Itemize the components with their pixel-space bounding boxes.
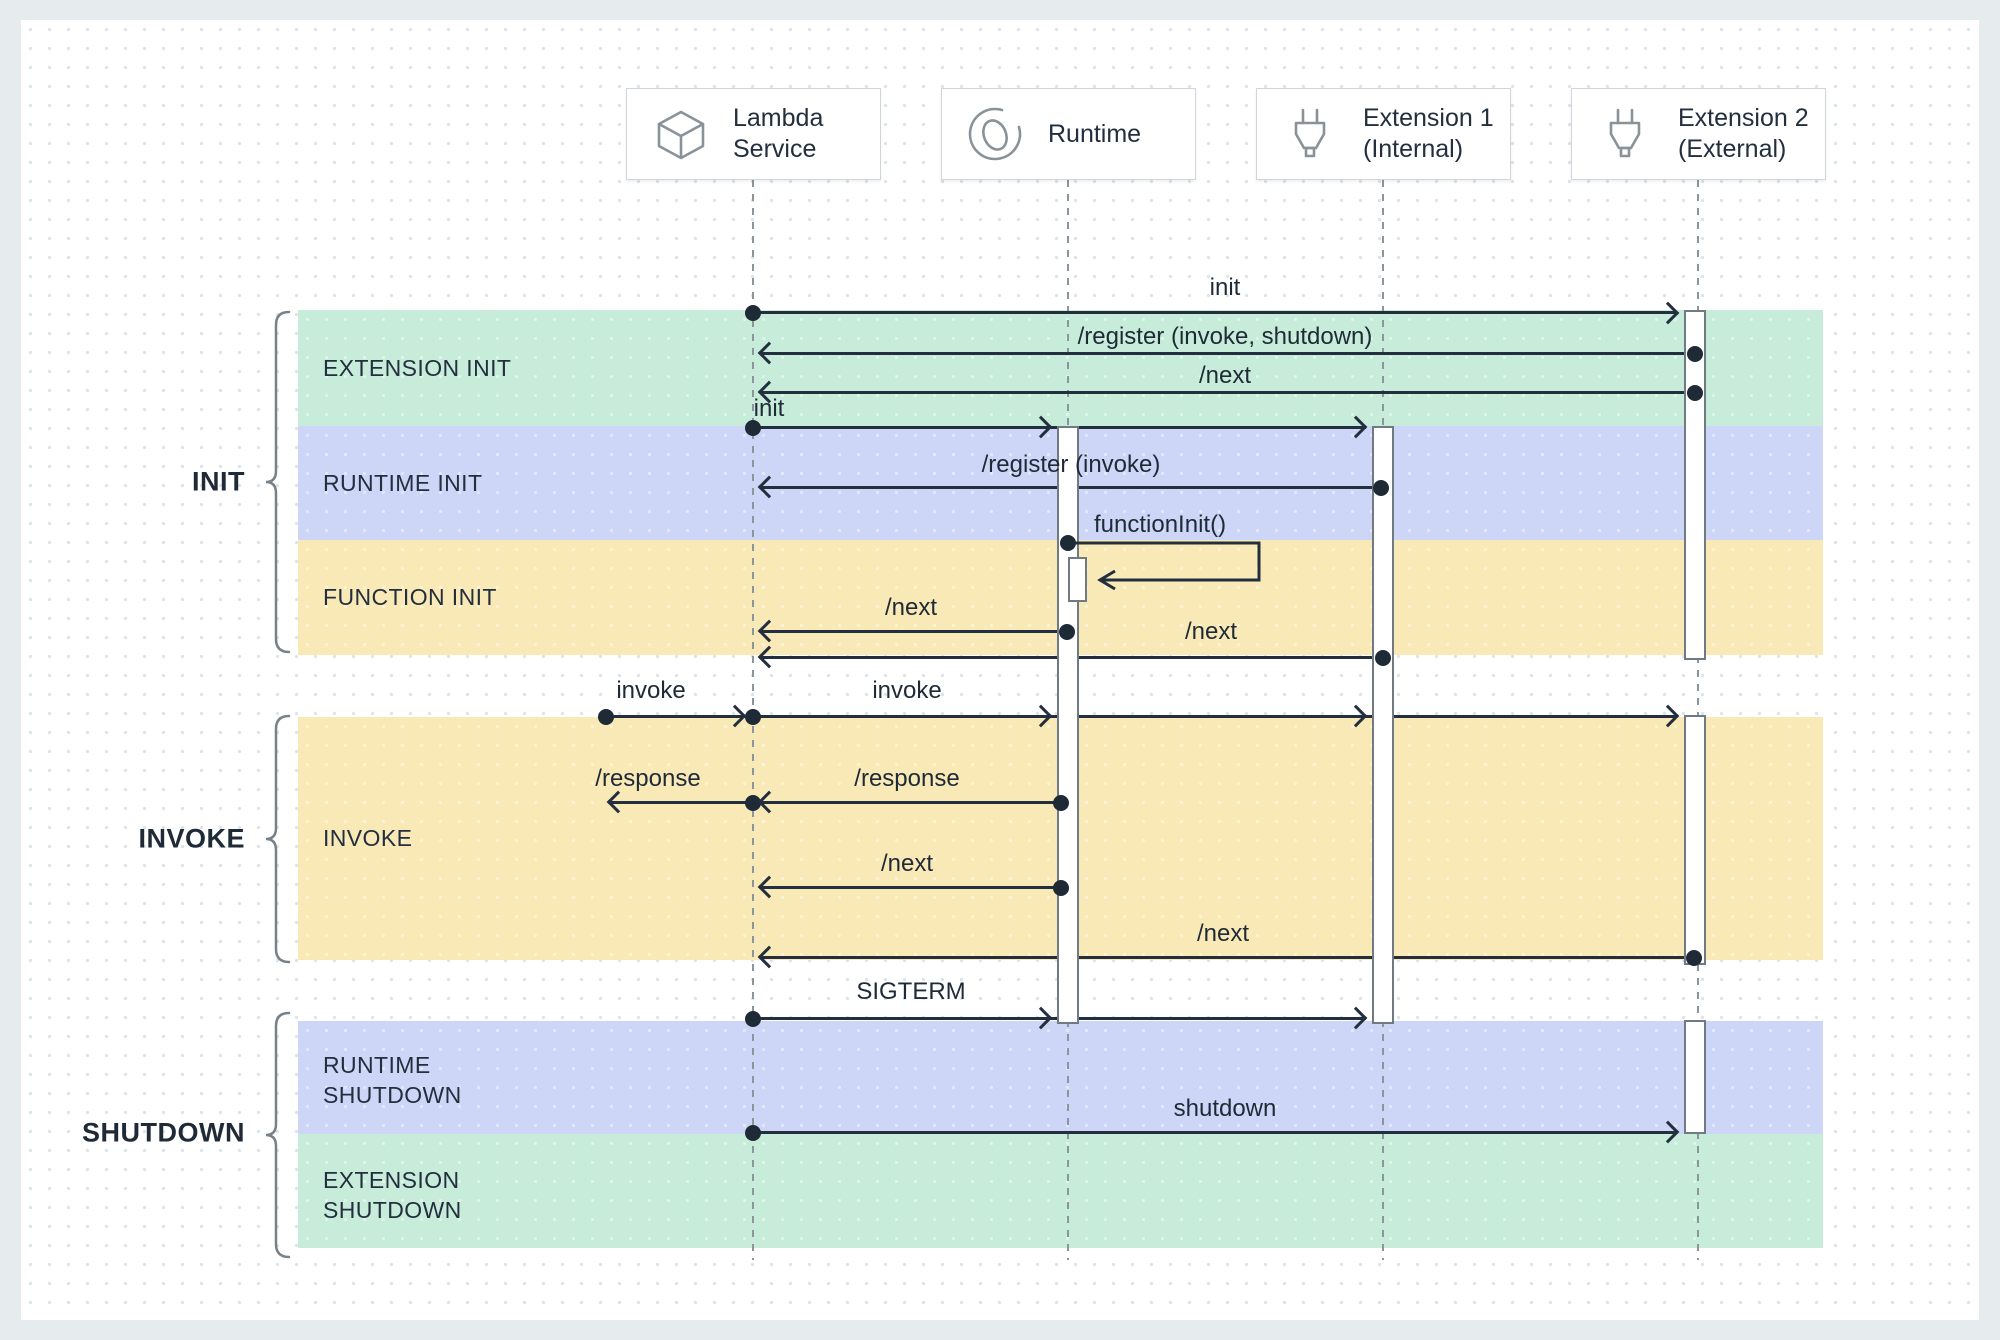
participant-extension-2: Extension 2 (External) bbox=[1571, 88, 1826, 180]
activation-bar-runtime bbox=[1057, 426, 1079, 1024]
group-label-shutdown: SHUTDOWN bbox=[82, 1117, 245, 1148]
message-line-next-ext2-init bbox=[761, 391, 1695, 394]
invoke-brace bbox=[265, 714, 291, 964]
message-dot bbox=[745, 305, 761, 321]
message-line-invoke-external bbox=[606, 715, 745, 718]
message-dot bbox=[1687, 385, 1703, 401]
message-dot bbox=[1375, 650, 1391, 666]
message-line-invoke-main bbox=[753, 715, 1677, 718]
runtime-cycle-icon bbox=[968, 106, 1024, 162]
activation-bar-extension-1 bbox=[1372, 426, 1394, 1024]
band-extension-init bbox=[298, 310, 1823, 426]
message-dot bbox=[1373, 480, 1389, 496]
message-label-invoke-main: invoke bbox=[872, 677, 942, 704]
message-label-shutdown: shutdown bbox=[1173, 1095, 1277, 1122]
message-dot bbox=[1059, 624, 1075, 640]
participant-label: Extension 1 (Internal) bbox=[1363, 104, 1494, 163]
message-label-function-init: functionInit() bbox=[1094, 511, 1227, 538]
participant-lambda-service: Lambda Service bbox=[626, 88, 881, 180]
activation-bar-extension-2-shutdown bbox=[1684, 1020, 1706, 1134]
diagram-canvas: EXTENSION INIT RUNTIME INIT FUNCTION INI… bbox=[21, 20, 1979, 1320]
lambda-cube-icon bbox=[653, 106, 709, 162]
participant-label: Extension 2 (External) bbox=[1678, 104, 1809, 163]
message-line-init-ext2 bbox=[753, 311, 1677, 314]
message-label-sigterm: SIGTERM bbox=[856, 978, 966, 1005]
message-dot bbox=[1053, 795, 1069, 811]
group-label-init: INIT bbox=[192, 466, 245, 497]
band-label-function-init: FUNCTION INIT bbox=[323, 584, 497, 610]
message-label-invoke-external: invoke bbox=[616, 677, 686, 704]
activation-bar-runtime-nested bbox=[1068, 557, 1087, 602]
group-label-invoke: INVOKE bbox=[138, 823, 245, 854]
message-label-next-runtime-init: /next bbox=[884, 594, 938, 621]
message-line-response-runtime bbox=[761, 801, 1061, 804]
message-label-next-ext1-init: /next bbox=[1184, 618, 1238, 645]
plug-icon bbox=[1598, 106, 1654, 162]
participant-runtime: Runtime bbox=[941, 88, 1196, 180]
message-dot bbox=[745, 1125, 761, 1141]
message-label-init-ext2: init bbox=[1209, 274, 1241, 301]
message-dot bbox=[1060, 535, 1076, 551]
message-label-next-invoke-ext2: /next bbox=[1196, 920, 1250, 947]
message-label-init-runtime: init bbox=[753, 395, 785, 422]
participant-label: Runtime bbox=[1048, 119, 1142, 148]
message-label-register-invoke-shutdown: /register (invoke, shutdown) bbox=[1077, 323, 1373, 350]
message-dot bbox=[1686, 950, 1702, 966]
band-label-extension-init: EXTENSION INIT bbox=[323, 355, 512, 381]
message-dot bbox=[1053, 880, 1069, 896]
message-label-response-external: /response bbox=[595, 765, 701, 792]
message-label-register-invoke: /register (invoke) bbox=[981, 451, 1161, 478]
message-dot bbox=[745, 420, 761, 436]
band-label-runtime-init: RUNTIME INIT bbox=[323, 470, 483, 496]
band-label-extension-shutdown: EXTENSION SHUTDOWN bbox=[323, 1167, 462, 1223]
band-extension-shutdown bbox=[298, 1134, 1823, 1248]
shutdown-brace bbox=[265, 1011, 291, 1259]
message-label-response-runtime: /response bbox=[854, 765, 960, 792]
init-brace bbox=[265, 310, 291, 654]
message-label-next-ext2-init: /next bbox=[1198, 362, 1252, 389]
message-line-next-invoke-runtime bbox=[761, 886, 1061, 889]
message-dot bbox=[598, 709, 614, 725]
activation-bar-extension-2-init bbox=[1684, 310, 1706, 660]
band-label-invoke: INVOKE bbox=[323, 825, 413, 851]
message-dot bbox=[745, 709, 761, 725]
message-dot bbox=[745, 1011, 761, 1027]
message-dot bbox=[745, 795, 761, 811]
message-label-next-invoke-runtime: /next bbox=[880, 850, 934, 877]
activation-bar-extension-2-invoke bbox=[1684, 715, 1706, 965]
message-line-register-invoke-shutdown bbox=[761, 352, 1695, 355]
plug-icon bbox=[1283, 106, 1339, 162]
message-line-shutdown bbox=[753, 1131, 1677, 1134]
message-line-response-external bbox=[611, 801, 753, 804]
participant-label: Lambda Service bbox=[733, 104, 824, 163]
message-dot bbox=[1687, 346, 1703, 362]
band-label-runtime-shutdown: RUNTIME SHUTDOWN bbox=[323, 1052, 462, 1108]
participant-extension-1: Extension 1 (Internal) bbox=[1256, 88, 1511, 180]
message-line-next-runtime-init bbox=[761, 630, 1067, 633]
message-line-next-invoke-ext2 bbox=[761, 956, 1694, 959]
band-runtime-shutdown bbox=[298, 1021, 1823, 1134]
